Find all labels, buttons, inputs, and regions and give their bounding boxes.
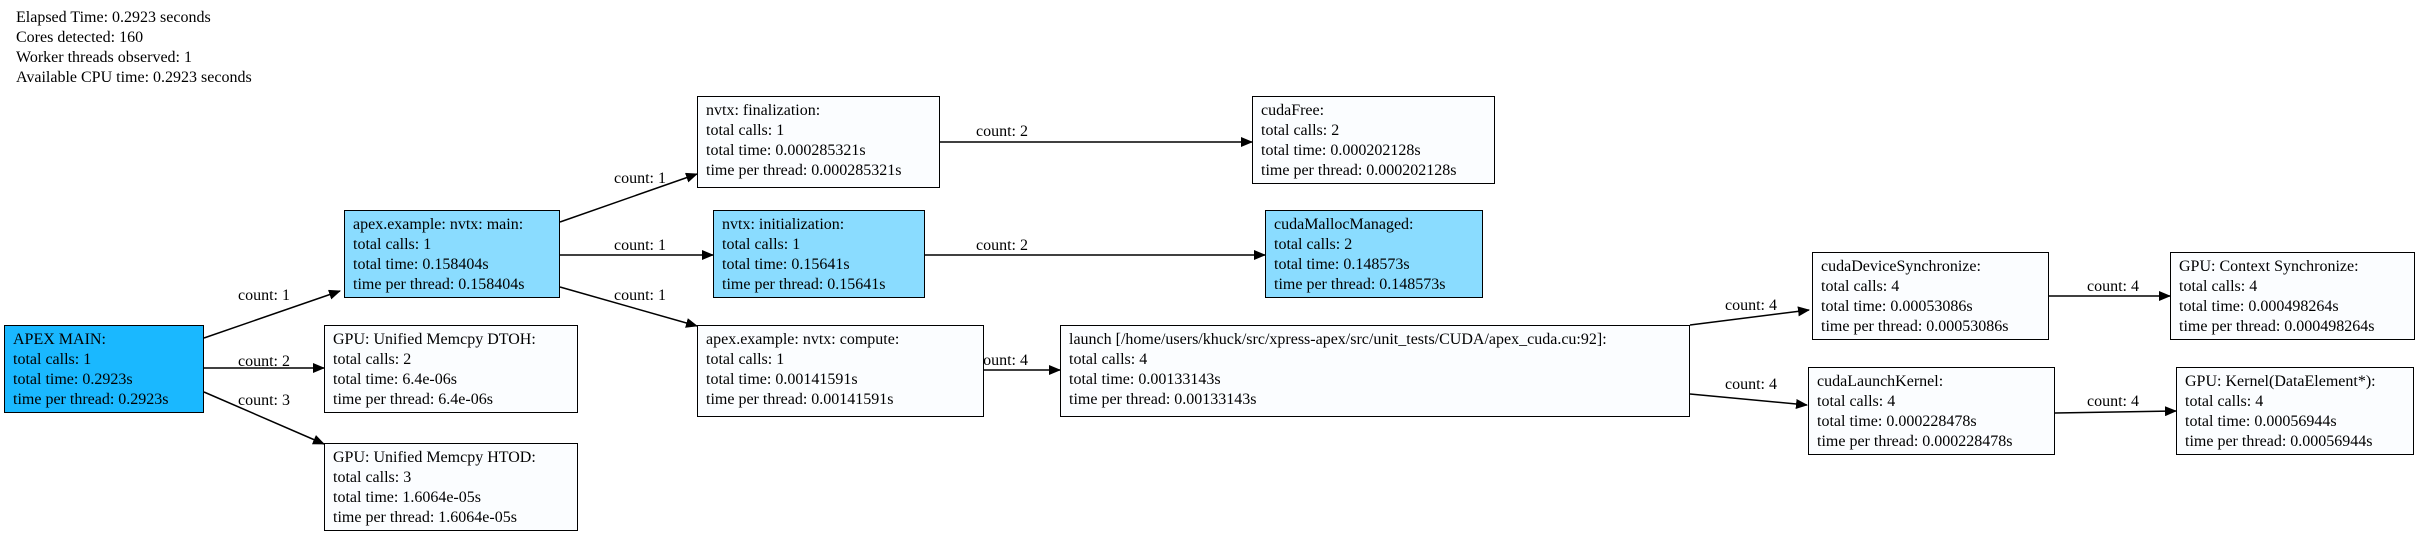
node-total-time: total time: 0.148573s bbox=[1274, 256, 1410, 273]
node-title: apex.example: nvtx: main: bbox=[353, 216, 524, 233]
node-gpu-kernel[interactable]: GPU: Kernel(DataElement*): total calls: … bbox=[2176, 367, 2414, 455]
node-time-per-thread: time per thread: 0.00053086s bbox=[1821, 318, 2009, 335]
edge-label: count: 2 bbox=[976, 237, 1028, 254]
summary-header: Elapsed Time: 0.2923 seconds Cores detec… bbox=[16, 8, 252, 88]
node-time-per-thread: time per thread: 0.158404s bbox=[353, 276, 525, 293]
node-total-time: total time: 0.00141591s bbox=[706, 371, 858, 388]
node-total-time: total time: 0.00133143s bbox=[1069, 371, 1221, 388]
node-title: GPU: Kernel(DataElement*): bbox=[2185, 373, 2376, 390]
edge-nvtx-main-to-finalization bbox=[559, 172, 698, 223]
node-total-calls: total calls: 1 bbox=[13, 351, 92, 368]
node-total-time: total time: 0.15641s bbox=[722, 256, 850, 273]
node-total-calls: total calls: 4 bbox=[2185, 393, 2264, 410]
node-total-calls: total calls: 4 bbox=[1821, 278, 1900, 295]
node-time-per-thread: time per thread: 0.15641s bbox=[722, 276, 886, 293]
node-cudafree[interactable]: cudaFree: total calls: 2 total time: 0.0… bbox=[1252, 96, 1495, 184]
node-total-time: total time: 0.00053086s bbox=[1821, 298, 1973, 315]
node-title: cudaMallocManaged: bbox=[1274, 216, 1414, 233]
node-time-per-thread: time per thread: 0.000285321s bbox=[706, 162, 902, 179]
node-total-time: total time: 0.00056944s bbox=[2185, 413, 2337, 430]
edge-label: count: 4 bbox=[1725, 297, 1777, 314]
node-total-time: total time: 0.158404s bbox=[353, 256, 489, 273]
node-title: cudaLaunchKernel: bbox=[1817, 373, 1944, 390]
node-title: GPU: Context Synchronize: bbox=[2179, 258, 2359, 275]
edge-main-to-htod bbox=[203, 391, 325, 445]
cores-detected-text: Cores detected: 160 bbox=[16, 29, 144, 46]
node-time-per-thread: time per thread: 0.000202128s bbox=[1261, 162, 1457, 179]
node-nvtx-initialization[interactable]: nvtx: initialization: total calls: 1 tot… bbox=[713, 210, 925, 298]
worker-threads-text: Worker threads observed: 1 bbox=[16, 49, 192, 66]
edge-label: count: 3 bbox=[238, 392, 290, 409]
node-time-per-thread: time per thread: 0.00133143s bbox=[1069, 391, 1257, 408]
edge-nvtx-main-to-compute bbox=[559, 286, 698, 328]
node-time-per-thread: time per thread: 6.4e-06s bbox=[333, 391, 493, 408]
edge-launchkernel-to-kernel bbox=[2054, 406, 2177, 417]
node-memcpy-dtoh[interactable]: GPU: Unified Memcpy DTOH: total calls: 2… bbox=[324, 325, 578, 413]
edge-launch-to-devsync bbox=[1689, 306, 1810, 326]
node-title: nvtx: finalization: bbox=[706, 102, 821, 119]
node-cuda-device-synchronize[interactable]: cudaDeviceSynchronize: total calls: 4 to… bbox=[1812, 252, 2049, 340]
edge-label: count: 4 bbox=[1725, 376, 1777, 393]
node-title: apex.example: nvtx: compute: bbox=[706, 331, 900, 348]
elapsed-time-text: Elapsed Time: 0.2923 seconds bbox=[16, 9, 211, 26]
edge-label: count: 2 bbox=[238, 353, 290, 370]
cpu-time-text: Available CPU time: 0.2923 seconds bbox=[16, 69, 252, 86]
edge-label: count: 1 bbox=[238, 287, 290, 304]
node-nvtx-compute[interactable]: apex.example: nvtx: compute: total calls… bbox=[697, 325, 984, 417]
node-total-time: total time: 0.000228478s bbox=[1817, 413, 1977, 430]
node-title: GPU: Unified Memcpy DTOH: bbox=[333, 331, 536, 348]
node-total-time: total time: 0.2923s bbox=[13, 371, 133, 388]
edge-label: count: 4 bbox=[976, 352, 1028, 369]
node-time-per-thread: time per thread: 0.148573s bbox=[1274, 276, 1446, 293]
node-total-calls: total calls: 2 bbox=[1274, 236, 1353, 253]
node-total-calls: total calls: 4 bbox=[1817, 393, 1896, 410]
node-time-per-thread: time per thread: 0.000228478s bbox=[1817, 433, 2013, 450]
edge-label: count: 4 bbox=[2087, 393, 2139, 410]
node-total-time: total time: 0.000498264s bbox=[2179, 298, 2339, 315]
node-cuda-launch-kernel[interactable]: cudaLaunchKernel: total calls: 4 total t… bbox=[1808, 367, 2055, 455]
node-memcpy-htod[interactable]: GPU: Unified Memcpy HTOD: total calls: 3… bbox=[324, 443, 578, 531]
node-total-calls: total calls: 2 bbox=[1261, 122, 1340, 139]
node-time-per-thread: time per thread: 0.00141591s bbox=[706, 391, 894, 408]
edge-label: count: 4 bbox=[2087, 278, 2139, 295]
edge-launch-to-launchkernel bbox=[1689, 393, 1808, 409]
node-total-time: total time: 0.000285321s bbox=[706, 142, 866, 159]
edge-main-to-nvtx-main bbox=[203, 289, 341, 339]
node-apex-main[interactable]: APEX MAIN: total calls: 1 total time: 0.… bbox=[4, 325, 204, 413]
node-launch[interactable]: launch [/home/users/khuck/src/xpress-ape… bbox=[1060, 325, 1690, 417]
node-time-per-thread: time per thread: 0.00056944s bbox=[2185, 433, 2373, 450]
node-total-time: total time: 0.000202128s bbox=[1261, 142, 1421, 159]
node-nvtx-finalization[interactable]: nvtx: finalization: total calls: 1 total… bbox=[697, 96, 940, 188]
edge-label: count: 1 bbox=[614, 170, 666, 187]
node-title: cudaFree: bbox=[1261, 102, 1325, 119]
node-total-time: total time: 1.6064e-05s bbox=[333, 489, 481, 506]
node-title: cudaDeviceSynchronize: bbox=[1821, 258, 1981, 275]
node-nvtx-main[interactable]: apex.example: nvtx: main: total calls: 1… bbox=[344, 210, 560, 298]
node-total-calls: total calls: 1 bbox=[706, 351, 785, 368]
node-title: nvtx: initialization: bbox=[722, 216, 845, 233]
edge-label: count: 1 bbox=[614, 287, 666, 304]
node-time-per-thread: time per thread: 0.2923s bbox=[13, 391, 169, 408]
node-title: APEX MAIN: bbox=[13, 331, 106, 348]
node-total-calls: total calls: 1 bbox=[706, 122, 785, 139]
node-total-calls: total calls: 2 bbox=[333, 351, 412, 368]
node-total-calls: total calls: 4 bbox=[1069, 351, 1148, 368]
node-total-time: total time: 6.4e-06s bbox=[333, 371, 457, 388]
node-cudamallocmanaged[interactable]: cudaMallocManaged: total calls: 2 total … bbox=[1265, 210, 1483, 298]
node-time-per-thread: time per thread: 0.000498264s bbox=[2179, 318, 2375, 335]
node-title: launch [/home/users/khuck/src/xpress-ape… bbox=[1069, 331, 1607, 348]
node-total-calls: total calls: 3 bbox=[333, 469, 412, 486]
node-time-per-thread: time per thread: 1.6064e-05s bbox=[333, 509, 517, 526]
node-total-calls: total calls: 4 bbox=[2179, 278, 2258, 295]
node-total-calls: total calls: 1 bbox=[722, 236, 801, 253]
edge-label: count: 1 bbox=[614, 237, 666, 254]
edge-label: count: 2 bbox=[976, 123, 1028, 140]
node-total-calls: total calls: 1 bbox=[353, 236, 432, 253]
node-gpu-context-synchronize[interactable]: GPU: Context Synchronize: total calls: 4… bbox=[2170, 252, 2415, 340]
node-title: GPU: Unified Memcpy HTOD: bbox=[333, 449, 536, 466]
